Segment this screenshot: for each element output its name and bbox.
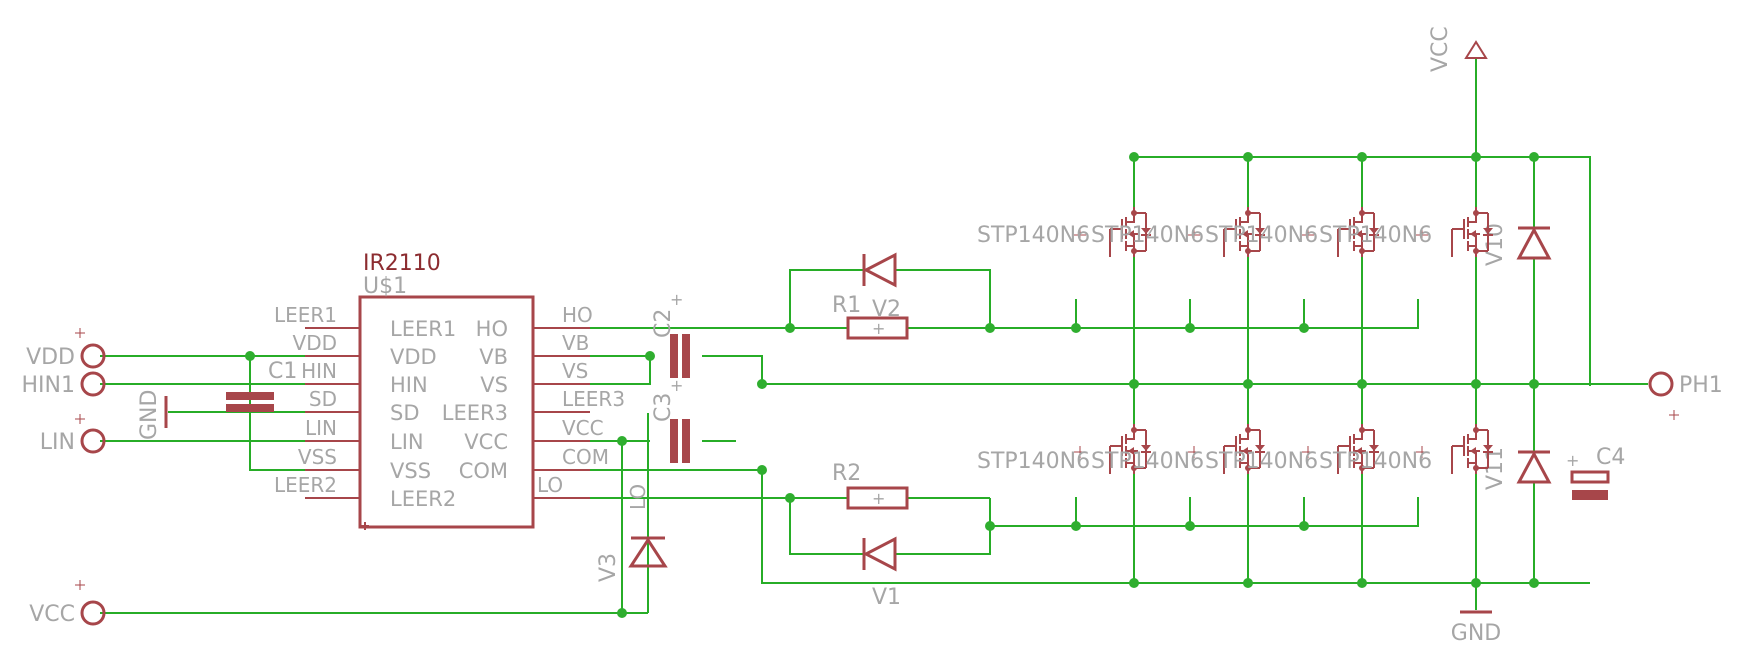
ic-pin-vcc: VCC: [464, 430, 508, 454]
net-label-lin: LIN: [305, 416, 337, 440]
connector-vdd-hin[interactable]: [80, 343, 1674, 626]
net-label-leer2: LEER2: [274, 473, 337, 497]
diode-v3-label: V3: [596, 553, 621, 582]
mosfet-high-4-label: STP140N6: [1319, 223, 1432, 248]
diode-v3[interactable]: [628, 536, 668, 568]
resistor-r1[interactable]: [846, 316, 909, 340]
capacitor-c3[interactable]: [670, 419, 690, 463]
diode-v10[interactable]: [1516, 226, 1552, 260]
vcc-supply-symbol: [1464, 40, 1488, 59]
ic-pin-com: COM: [459, 459, 508, 483]
resistor-r2-plus: +: [872, 489, 885, 508]
capacitor-c1[interactable]: [226, 392, 274, 412]
capacitor-c2[interactable]: [670, 334, 690, 378]
ic-pin-vss: VSS: [390, 459, 431, 483]
resistor-r2[interactable]: [846, 486, 909, 510]
mosfet-low-2-label: STP140N6: [1091, 449, 1204, 474]
connector-hin1-label: HIN1: [22, 373, 76, 398]
resistor-r1-label: R1: [832, 293, 861, 318]
net-label-lo-vertical: LO: [626, 484, 650, 510]
net-label-lo: LO: [537, 473, 563, 497]
capacitor-c3-label: C3: [651, 393, 676, 422]
ic-pin-sd: SD: [390, 401, 420, 425]
net-label-com: COM: [562, 445, 609, 469]
capacitor-c4[interactable]: [1570, 470, 1610, 500]
capacitor-c4-label: C4: [1596, 445, 1625, 470]
net-label-vs: VS: [562, 359, 588, 383]
junctions: [245, 152, 1539, 618]
diode-v11[interactable]: [1516, 450, 1552, 484]
ic-pin-hin: HIN: [390, 373, 428, 397]
net-label-leer3: LEER3: [562, 387, 625, 411]
ic-pin-lin: LIN: [390, 430, 424, 454]
capacitor-c3-plus: +: [670, 376, 683, 395]
mosfet-high-1-label: STP140N6: [977, 223, 1090, 248]
ic-pin-leer1: LEER1: [390, 317, 456, 341]
ic-ref-label: U$1: [363, 274, 407, 299]
capacitor-c2-label: C2: [651, 309, 676, 338]
diode-v2-label: V2: [872, 297, 901, 322]
net-label-leer1: LEER1: [274, 303, 337, 327]
net-label-sd: SD: [309, 387, 337, 411]
capacitor-c4-plus: +: [1566, 451, 1579, 470]
ic-pin-vs: VS: [480, 373, 508, 397]
resistor-r1-plus: +: [872, 319, 885, 338]
net-label-vcc: VCC: [562, 416, 604, 440]
ic-pin-ho: HO: [476, 317, 508, 341]
net-label-hin: HIN: [301, 359, 337, 383]
mosfet-high-3-label: STP140N6: [1205, 223, 1318, 248]
capacitor-c2-plus: +: [670, 290, 683, 309]
connector-ph1-label: PH1: [1679, 373, 1723, 398]
net-label-ho: HO: [562, 303, 593, 327]
ic-pin-leer2: LEER2: [390, 487, 456, 511]
connector-lin-label: LIN: [40, 430, 75, 455]
diode-v2[interactable]: [862, 252, 897, 288]
net-label-vb: VB: [562, 331, 589, 355]
mosfet-low-4-label: STP140N6: [1319, 449, 1432, 474]
capacitor-c1-label: C1: [268, 359, 297, 384]
mosfet-low-3-label: STP140N6: [1205, 449, 1318, 474]
ic-pin-vb: VB: [479, 345, 508, 369]
connector-vdd-label: VDD: [26, 345, 75, 370]
ic-pin-leer3: LEER3: [442, 401, 508, 425]
mosfet-low-1-label: STP140N6: [977, 449, 1090, 474]
diode-v1-label: V1: [872, 585, 901, 610]
ic-pin-vdd: VDD: [390, 345, 437, 369]
ic-part-label: IR2110: [363, 251, 441, 276]
diode-v1[interactable]: [862, 536, 897, 572]
gnd-bottom-label: GND: [1451, 621, 1501, 646]
net-label-vss: VSS: [298, 445, 337, 469]
net-label-vdd: VDD: [293, 331, 337, 355]
mosfet-high-2-label: STP140N6: [1091, 223, 1204, 248]
ir2110-ic[interactable]: IR2110 U$1 LEER1 VDD HIN SD LIN VSS LEER…: [274, 251, 650, 530]
resistor-r2-label: R2: [832, 461, 861, 486]
connector-vcc-label: VCC: [29, 602, 75, 627]
vcc-supply-label: VCC: [1428, 26, 1453, 72]
gnd-left-label: GND: [137, 390, 162, 440]
